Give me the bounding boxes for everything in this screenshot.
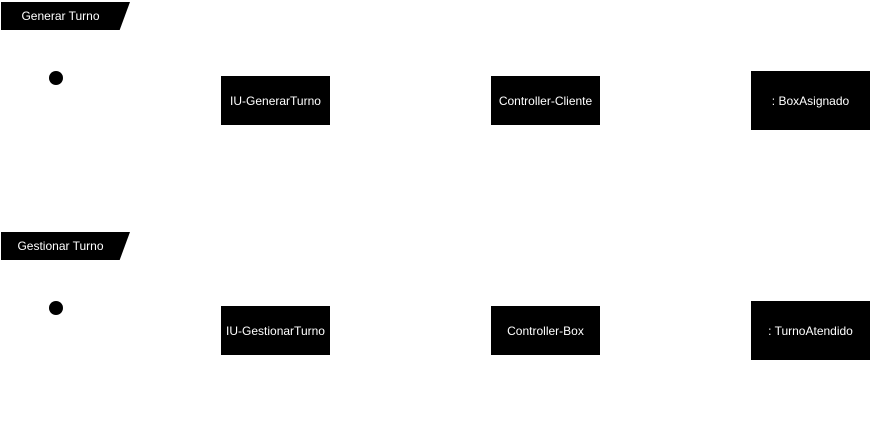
entity-box[interactable]: : BoxAsignado [751,71,870,130]
initial-node[interactable] [49,301,63,315]
frame-tab-label[interactable]: Gestionar Turno [1,232,130,260]
boundary-box[interactable]: IU-GenerarTurno [221,76,330,125]
frame-tab-label[interactable]: Generar Turno [1,2,130,30]
controller-box[interactable]: Controller-Box [491,306,600,355]
entity-box[interactable]: : TurnoAtendido [751,301,870,360]
initial-node[interactable] [49,71,63,85]
boundary-box[interactable]: IU-GestionarTurno [221,306,330,355]
controller-box[interactable]: Controller-Cliente [491,76,600,125]
